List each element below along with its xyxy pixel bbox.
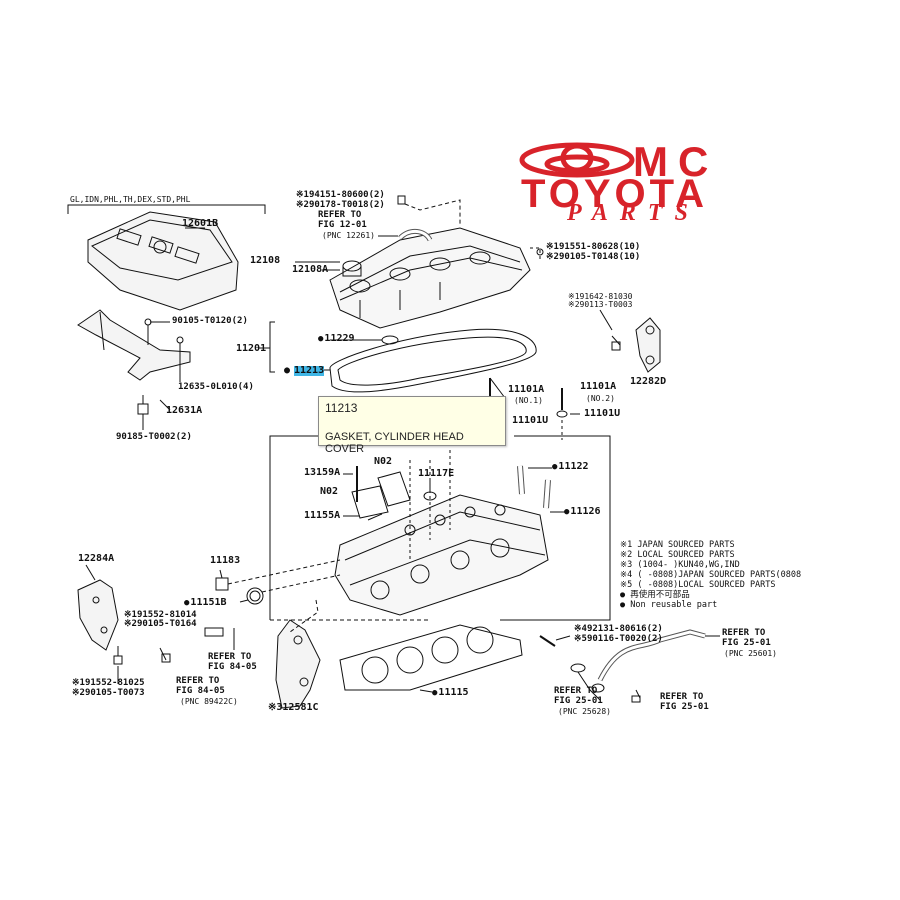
legend-line: ※5 ( -0808)LOCAL SOURCED PARTS <box>620 580 776 590</box>
no2-label: (NO.2) <box>586 394 615 403</box>
part-11151B[interactable]: 11151B <box>184 598 226 608</box>
part-194151-80600[interactable]: ※194151-80600(2) <box>296 190 385 200</box>
legend-line: ● 再使用不可部品 <box>620 590 690 600</box>
tooltip-part-code: 11213 <box>325 401 358 415</box>
part-11122[interactable]: 11122 <box>552 462 588 472</box>
tooltip-part-name: GASKET, CYLINDER HEAD COVER <box>325 431 464 455</box>
part-12282D[interactable]: 12282D <box>630 376 667 387</box>
refer-to-label-2: REFER TO <box>208 652 252 662</box>
part-590116-T0020[interactable]: ※590116-T0020(2) <box>574 634 663 644</box>
fig-84-05-link-b[interactable]: FIG 84-05 <box>176 686 225 696</box>
part-n02-top[interactable]: N02 <box>374 456 393 467</box>
part-12631A[interactable]: 12631A <box>166 405 203 416</box>
part-11229[interactable]: 11229 <box>318 334 354 344</box>
no1-label: (NO.1) <box>514 396 543 405</box>
region-label: GL,IDN,PHL,TH,DEX,STD,PHL <box>70 195 191 204</box>
fig-25-01-link-b[interactable]: FIG 25-01 <box>554 696 603 706</box>
refer-to-label: REFER TO <box>318 210 362 220</box>
part-191552-81025[interactable]: ※191552-81025 <box>72 678 145 688</box>
logo-toyota: TOYOTA <box>521 172 708 216</box>
fig-25-01-link-a[interactable]: FIG 25-01 <box>722 638 771 648</box>
part-11126[interactable]: 11126 <box>564 507 600 517</box>
part-12635-0L010[interactable]: 12635-0L010(4) <box>178 382 254 392</box>
part-n02-bottom[interactable]: N02 <box>320 486 339 497</box>
part-11101A-no2[interactable]: 11101A <box>580 381 617 392</box>
part-11213-marker: ● <box>284 365 291 376</box>
legend: ※1 JAPAN SOURCED PARTS ※2 LOCAL SOURCED … <box>620 540 801 610</box>
fig-84-05-link-a[interactable]: FIG 84-05 <box>208 662 257 672</box>
fig-12-01-link[interactable]: FIG 12-01 <box>318 220 367 230</box>
legend-line: ● Non reusable part <box>620 600 718 610</box>
refer-to-label-3: REFER TO <box>176 676 220 686</box>
part-11183[interactable]: 11183 <box>210 555 241 566</box>
part-290113-T0003[interactable]: ※290113-T0003 <box>568 300 633 309</box>
pnc-12261: (PNC 12261) <box>322 231 375 240</box>
part-11155A[interactable]: 11155A <box>304 510 341 521</box>
part-11117E[interactable]: 11117E <box>418 468 455 479</box>
logo-mc: MC <box>633 138 719 185</box>
pnc-89422c: (PNC 89422C) <box>180 697 238 706</box>
part-11101A-no1[interactable]: 11101A <box>508 384 545 395</box>
omc-toyota-parts-logo: MC TOYOTA PARTS <box>515 138 831 228</box>
part-290105-T0073[interactable]: ※290105-T0073 <box>72 688 145 698</box>
part-290105-T0148[interactable]: ※290105-T0148(10) <box>546 252 641 262</box>
refer-to-label-5: REFER TO <box>554 686 598 696</box>
part-12108[interactable]: 12108 <box>250 255 281 266</box>
part-290178-T0018[interactable]: ※290178-T0018(2) <box>296 200 385 210</box>
part-191552-81014[interactable]: ※191552-81014 <box>124 610 197 620</box>
part-11101U-right[interactable]: 11101U <box>584 408 621 419</box>
part-90105-T0120[interactable]: 90105-T0120(2) <box>172 316 248 326</box>
refer-to-label-6: REFER TO <box>660 692 704 702</box>
part-13159A[interactable]: 13159A <box>304 467 341 478</box>
legend-line: ※2 LOCAL SOURCED PARTS <box>620 550 735 560</box>
part-11201[interactable]: 11201 <box>236 343 267 354</box>
part-191551-80628[interactable]: ※191551-80628(10) <box>546 242 641 252</box>
part-12108A[interactable]: 12108A <box>292 264 329 275</box>
pnc-25601: (PNC 25601) <box>724 649 777 658</box>
legend-line: ※3 (1004- )KUN40,WG,IND <box>620 560 740 570</box>
part-191642-81030[interactable]: ※191642-81030 <box>568 292 633 301</box>
fig-25-01-link-c[interactable]: FIG 25-01 <box>660 702 709 712</box>
legend-line: ※1 JAPAN SOURCED PARTS <box>620 540 735 550</box>
part-90185-T0002[interactable]: 90185-T0002(2) <box>116 432 192 442</box>
part-12581C[interactable]: ※312581C <box>268 702 319 713</box>
part-11101U-left[interactable]: 11101U <box>512 415 549 426</box>
part-11213[interactable]: 11213 <box>294 365 325 376</box>
legend-line: ※4 ( -0808)JAPAN SOURCED PARTS(0808 <box>620 570 802 580</box>
logo-parts: PARTS <box>567 200 700 226</box>
refer-to-label-4: REFER TO <box>722 628 766 638</box>
part-11115[interactable]: 11115 <box>432 688 468 698</box>
part-tooltip: 11213 GASKET, CYLINDER HEAD COVER <box>318 396 506 455</box>
pnc-25628: (PNC 25628) <box>558 707 611 716</box>
toyota-emblem-icon <box>519 142 635 178</box>
part-12284A[interactable]: 12284A <box>78 553 115 564</box>
part-12601B[interactable]: 12601B <box>182 218 219 229</box>
part-492131-80616[interactable]: ※492131-80616(2) <box>574 624 663 634</box>
part-290105-T0164[interactable]: ※290105-T0164 <box>124 619 197 629</box>
